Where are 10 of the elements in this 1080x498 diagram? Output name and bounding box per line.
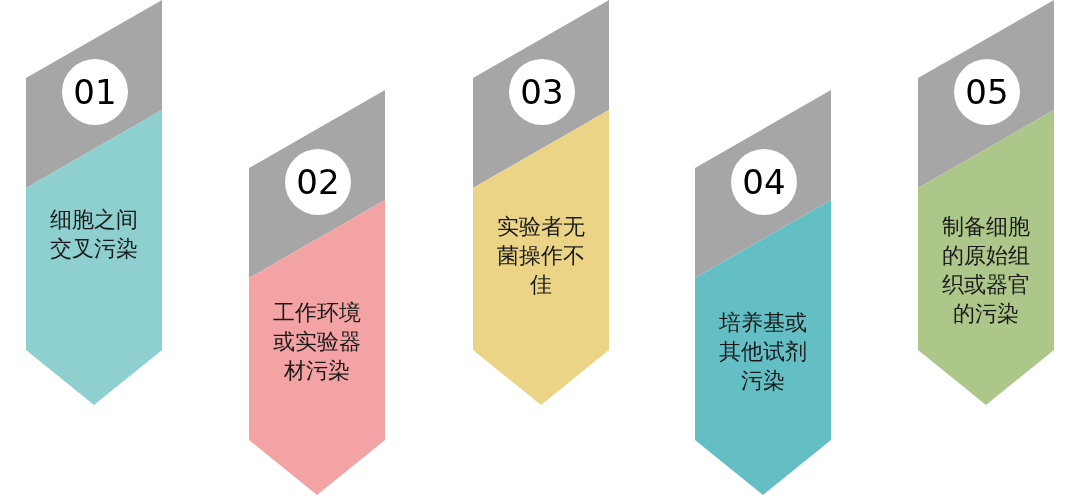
- step-text: 培养基或其他试剂污染: [718, 309, 808, 395]
- step-text: 制备细胞的原始组织或器官的污染: [941, 213, 1031, 328]
- step-text: 细胞之间交叉污染: [49, 206, 139, 263]
- step-text: 实验者无菌操作不佳: [496, 213, 586, 299]
- step-chevron: [249, 90, 385, 496]
- step-chevron: [26, 0, 162, 406]
- step-chevron: [695, 90, 831, 496]
- step-chevron: [918, 0, 1054, 406]
- step-chevron: [473, 0, 609, 406]
- step-text: 工作环境或实验器材污染: [272, 299, 362, 385]
